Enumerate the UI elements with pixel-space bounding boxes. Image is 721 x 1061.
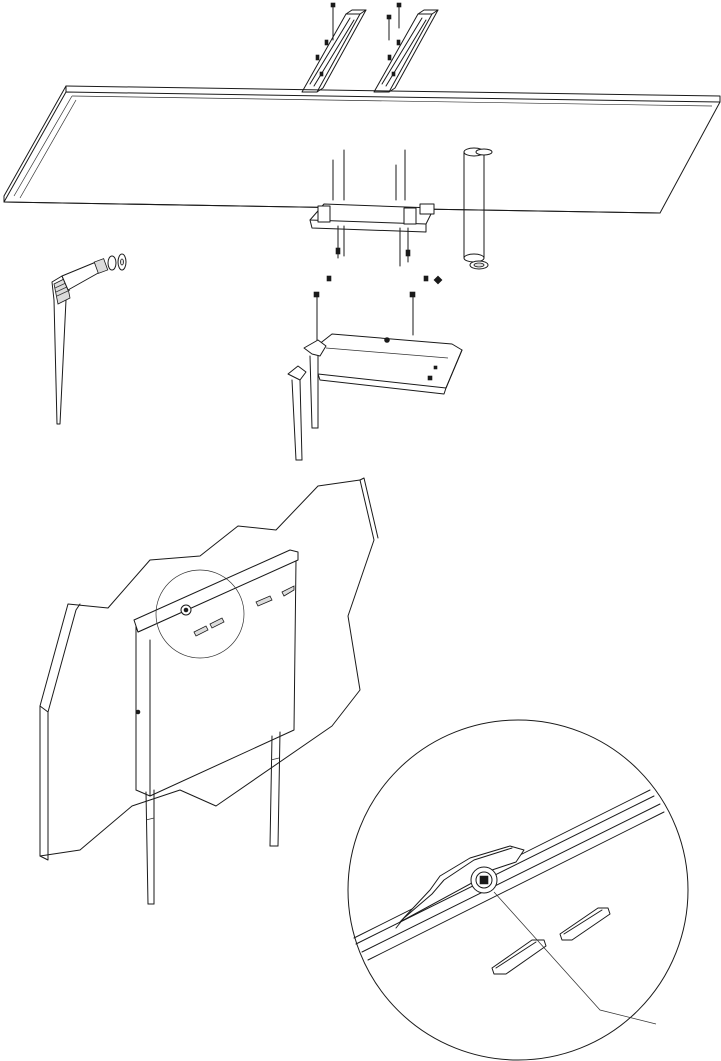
wall-mount-view xyxy=(40,478,378,904)
detail-magnifier xyxy=(348,720,688,1060)
ap-screws xyxy=(314,276,442,340)
mounting-bracket xyxy=(310,204,434,266)
ceiling-tile xyxy=(4,86,720,213)
t-rail-clip-right xyxy=(374,10,438,92)
t-rail-clip-left xyxy=(302,10,366,92)
ceiling-mount-exploded-view xyxy=(4,3,720,460)
access-point-ceiling xyxy=(318,334,462,394)
antenna-closeup xyxy=(52,254,126,424)
